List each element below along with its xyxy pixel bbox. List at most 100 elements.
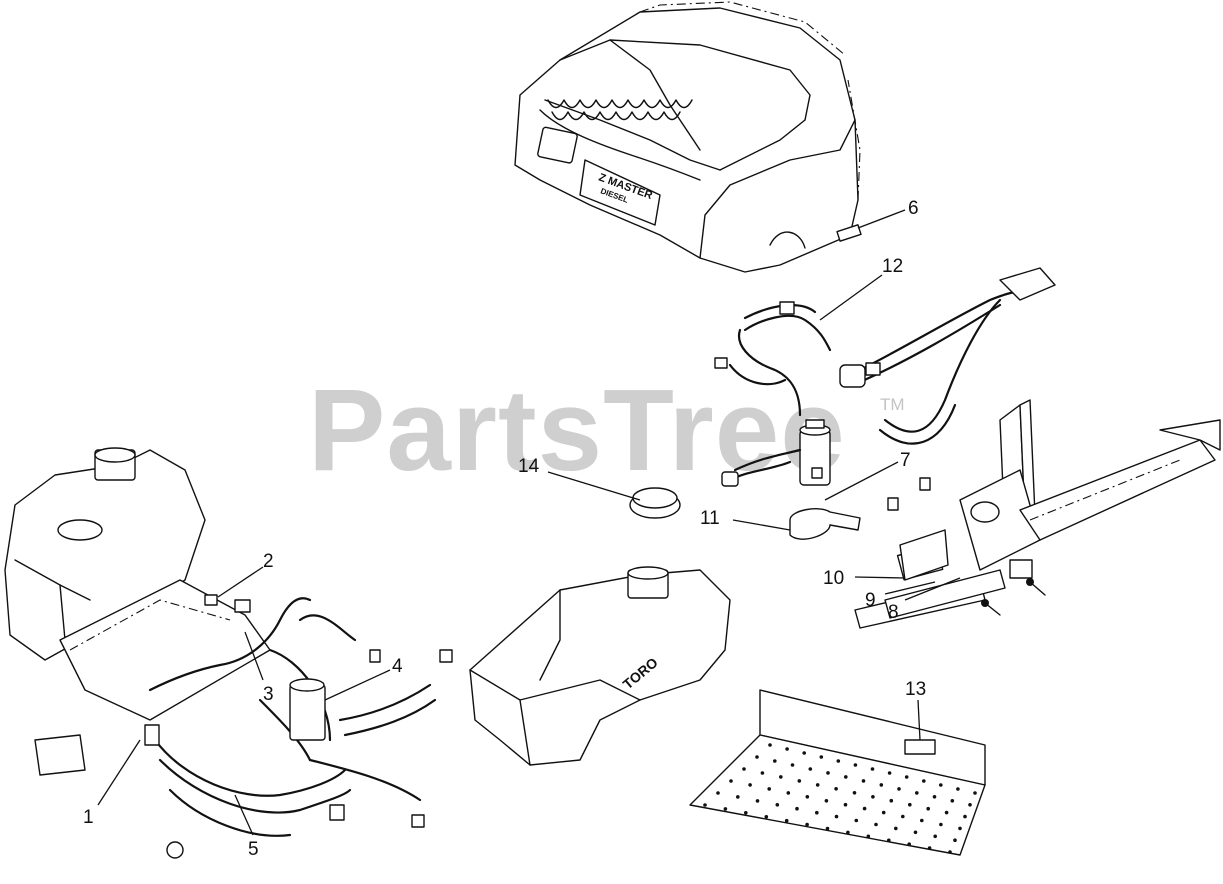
callout-10-leader bbox=[854, 576, 906, 579]
floor-plate-hole bbox=[716, 791, 720, 795]
callout-5[interactable]: 5 bbox=[248, 839, 259, 860]
floor-plate-hole bbox=[932, 795, 937, 799]
callout-13[interactable]: 13 bbox=[905, 679, 926, 700]
floor-plate-hole bbox=[874, 822, 878, 827]
callout-9[interactable]: 9 bbox=[865, 590, 876, 611]
floor-plate-hole bbox=[784, 818, 789, 823]
floor-plate-hole bbox=[742, 767, 746, 771]
floor-plate-hole bbox=[843, 802, 848, 807]
floor-plate-hole bbox=[764, 815, 769, 819]
floor-plate-hole bbox=[913, 830, 918, 835]
callout-9-leader bbox=[884, 581, 936, 595]
clamp-bracket bbox=[789, 467, 949, 581]
floor-plate-hole bbox=[853, 763, 858, 767]
floor-plate-hole bbox=[834, 787, 838, 791]
watermark: PartsTree TM bbox=[308, 365, 905, 495]
callout-14[interactable]: 14 bbox=[518, 456, 540, 477]
callout-13-leader bbox=[917, 699, 921, 741]
floor-plate-hole bbox=[824, 799, 829, 803]
floor-plate-hole bbox=[819, 755, 824, 759]
callout-1-leader bbox=[97, 739, 141, 806]
floor-plate-hole bbox=[844, 775, 848, 779]
floor-plate-hole bbox=[773, 759, 777, 763]
callout-2-leader bbox=[217, 566, 264, 598]
callout-8[interactable]: 8 bbox=[888, 602, 899, 623]
callout-2[interactable]: 2 bbox=[263, 551, 274, 572]
floor-plate-hole bbox=[779, 775, 783, 779]
callout-7-leader bbox=[824, 461, 899, 501]
floor-plate-hole bbox=[889, 798, 894, 803]
floor-plate-hole bbox=[948, 850, 952, 854]
floor-plate-hole bbox=[836, 759, 841, 763]
floor-plate-hole bbox=[825, 826, 830, 831]
floor-plate-hole bbox=[767, 787, 771, 791]
floor-plate-hole bbox=[897, 787, 901, 791]
watermark-tm: TM bbox=[880, 395, 905, 414]
floor-plate-hole bbox=[748, 783, 752, 787]
floor-plate-hole bbox=[944, 810, 949, 815]
floor-plate-hole bbox=[927, 846, 932, 850]
floor-plate-hole bbox=[834, 814, 839, 819]
floor-plate-hole bbox=[852, 791, 857, 795]
floor-plate-hole bbox=[744, 811, 748, 815]
floor-plate-hole bbox=[922, 779, 926, 783]
floor-plate-hole bbox=[795, 806, 799, 811]
callout-12-leader bbox=[819, 274, 883, 321]
floor-plate-hole bbox=[703, 803, 707, 807]
floor-plate-hole bbox=[879, 783, 884, 787]
floor-plate-hole bbox=[790, 763, 795, 767]
callout-3[interactable]: 3 bbox=[263, 684, 274, 705]
floor-plate-hole bbox=[887, 838, 891, 843]
callout-4[interactable]: 4 bbox=[392, 656, 403, 677]
floor-plate-holes bbox=[703, 743, 977, 854]
floor-plate-hole bbox=[956, 787, 960, 791]
floor-plate-hole bbox=[933, 834, 937, 839]
floor-plate-hole bbox=[755, 755, 759, 759]
floor-plate bbox=[689, 689, 986, 856]
floor-plate-hole bbox=[768, 743, 772, 747]
fuel-tank-left-assembly bbox=[4, 447, 437, 859]
floor-plate-hole bbox=[854, 818, 859, 823]
floor-plate-hole bbox=[797, 779, 802, 783]
callout-12[interactable]: 12 bbox=[882, 256, 903, 277]
fuel-line-assembly-right bbox=[714, 267, 1056, 487]
floor-plate-hole bbox=[862, 806, 867, 811]
callout-11[interactable]: 11 bbox=[700, 508, 720, 529]
floor-plate-hole bbox=[866, 834, 871, 839]
callout-14-leader bbox=[547, 471, 641, 501]
floor-plate-hole bbox=[870, 767, 875, 771]
floor-plate-hole bbox=[953, 838, 957, 842]
floor-plate-hole bbox=[805, 822, 809, 827]
floor-plate-hole bbox=[729, 779, 733, 783]
callouts: 1 2 3 4 5 6 7 8 9 10 11 12 13 14 bbox=[83, 198, 961, 860]
callout-10[interactable]: 10 bbox=[823, 568, 844, 589]
floor-plate-hole bbox=[881, 810, 886, 815]
floor-plate-hole bbox=[802, 751, 806, 755]
hood-shroud: Z MASTER DIESEL bbox=[514, 1, 862, 273]
floor-plate-hole bbox=[723, 807, 728, 811]
callout-6-leader bbox=[857, 209, 906, 229]
floor-plate-hole bbox=[846, 830, 850, 835]
mounting-frame bbox=[854, 399, 1221, 629]
callout-7[interactable]: 7 bbox=[900, 450, 911, 471]
floor-plate-hole bbox=[920, 818, 924, 823]
floor-plate-hole bbox=[815, 810, 819, 815]
watermark-text: PartsTree bbox=[308, 365, 846, 495]
floor-plate-hole bbox=[808, 767, 813, 771]
floor-plate-hole bbox=[894, 826, 898, 831]
floor-plate-hole bbox=[901, 814, 905, 819]
floor-plate-hole bbox=[958, 826, 962, 831]
floor-plate-hole bbox=[815, 783, 820, 787]
floor-plate-hole bbox=[775, 803, 780, 807]
floor-plate-hole bbox=[760, 771, 765, 775]
callout-1[interactable]: 1 bbox=[83, 807, 94, 828]
floor-plate-hole bbox=[786, 791, 791, 795]
floor-plate-hole bbox=[871, 795, 875, 799]
floor-plate-hole bbox=[887, 771, 892, 775]
callout-6[interactable]: 6 bbox=[908, 198, 919, 219]
floor-plate-hole bbox=[861, 779, 866, 783]
floor-plate-hole bbox=[939, 822, 943, 827]
floor-plate-hole bbox=[950, 799, 955, 803]
